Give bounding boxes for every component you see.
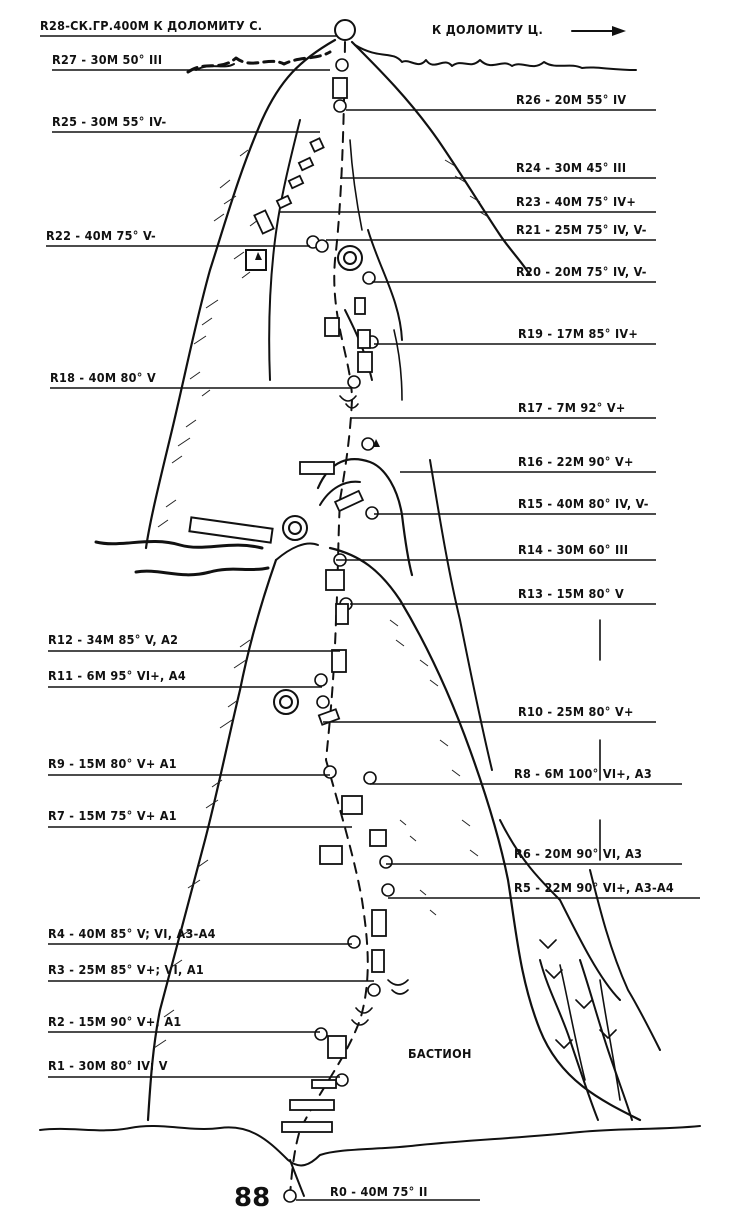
pitch-label-r18: R18 - 40M 80° V [50, 370, 156, 385]
pitch-label-r15: R15 - 40M 80° IV, V- [518, 496, 649, 511]
pitch-label-r10: R10 - 25M 80° V+ [518, 704, 634, 719]
route-markers [188, 58, 617, 1203]
pitch-label-r4: R4 - 40M 85° V; VI, A3-A4 [48, 926, 216, 941]
pitch-label-r5: R5 - 22M 90° VI+, A3-A4 [514, 880, 674, 895]
pitch-label-r1: R1 - 30M 80° IV; V [48, 1058, 168, 1073]
pitch-label-r2: R2 - 15M 90° V+, A1 [48, 1014, 181, 1029]
pitch-label-r20: R20 - 20M 75° IV, V- [516, 264, 647, 279]
belay-station-icon [283, 58, 395, 1203]
pitch-label-r14: R14 - 30M 60° III [518, 542, 628, 557]
header-right-label: К ДОЛОМИТУ Ц. [432, 22, 543, 37]
pitch-label-r8: R8 - 6M 100° VI+, A3 [514, 766, 652, 781]
page-number: 88 [234, 1183, 270, 1213]
pitch-label-r3: R3 - 25M 85° V+; VI, A1 [48, 962, 204, 977]
bivouac-icon [188, 516, 274, 544]
pitch-label-r7: R7 - 15M 75° V+ A1 [48, 808, 177, 823]
pitch-label-r26: R26 - 20M 55° IV [516, 92, 626, 107]
pitch-label-r13: R13 - 15M 80° V [518, 586, 624, 601]
pitch-label-r22: R22 - 40M 75° V- [46, 228, 156, 243]
mountain-outline [39, 19, 701, 1197]
left-pitch-labels: R27 - 30M 50° III R25 - 30M 55° IV- R22 … [46, 52, 374, 1078]
pitch-label-r24: R24 - 30M 45° III [516, 160, 626, 175]
rock-hatching [153, 149, 491, 1049]
pitch-label-r6: R6 - 20M 90° VI, A3 [514, 846, 642, 861]
arrow-right-icon [571, 26, 626, 36]
pitch-label-r16: R16 - 22M 90° V+ [518, 454, 634, 469]
bastion-label: БАСТИОН [408, 1046, 472, 1061]
pitch-label-r21: R21 - 25M 75° IV, V- [516, 222, 647, 237]
pitch-label-r9: R9 - 15M 80° V+ A1 [48, 756, 177, 771]
route-line [289, 41, 369, 1196]
summit-marker-icon [334, 19, 356, 41]
pitch-label-r25: R25 - 30M 55° IV- [52, 114, 167, 129]
pitch-label-r23: R23 - 40M 75° IV+ [516, 194, 636, 209]
pitch-label-r11: R11 - 6M 95° VI+, A4 [48, 668, 186, 683]
pitch-label-r19: R19 - 17M 85° IV+ [518, 326, 638, 341]
pitch-label-r0: R0 - 40M 75° II [330, 1184, 428, 1199]
pitch-label-r12: R12 - 34M 85° V, A2 [48, 632, 178, 647]
right-pitch-labels: R26 - 20M 55° IV R24 - 30M 45° III R23 -… [280, 92, 700, 1201]
pitch-label-r17: R17 - 7M 92° V+ [518, 400, 626, 415]
pitch-label-r27: R27 - 30M 50° III [52, 52, 162, 67]
header-left-label: R28-СК.ГР.400М К ДОЛОМИТУ С. [40, 18, 262, 33]
